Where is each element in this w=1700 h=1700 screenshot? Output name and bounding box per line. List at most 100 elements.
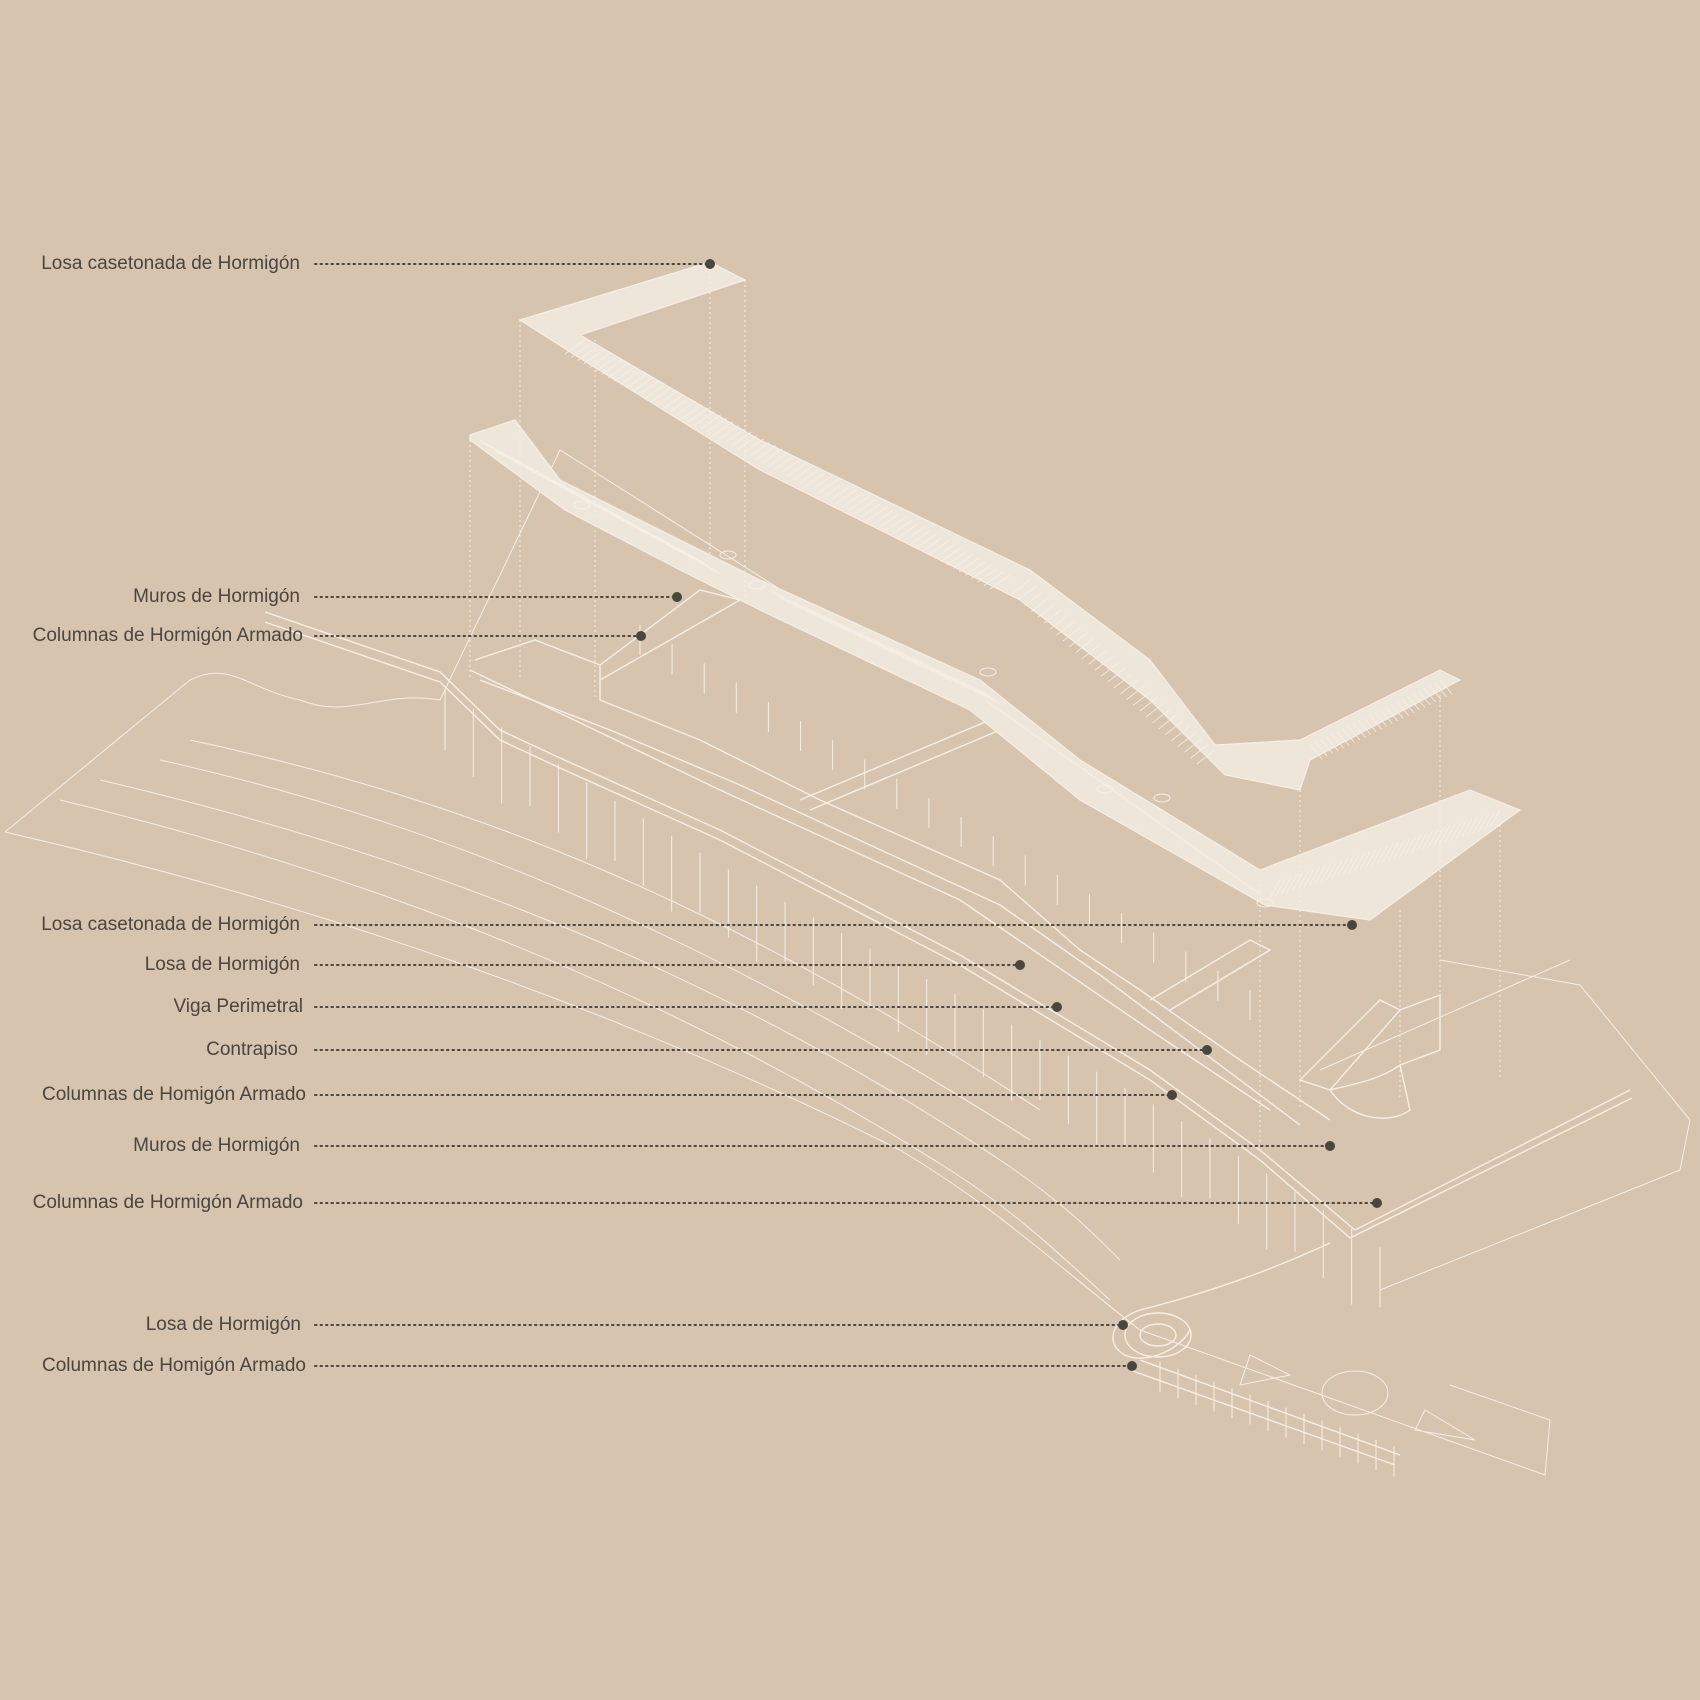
slab-hatch	[700, 414, 721, 430]
slab-hatch	[1390, 704, 1404, 719]
slab-hatch	[1030, 597, 1050, 612]
slab-hatch	[1050, 614, 1069, 630]
slab-hatch	[889, 646, 911, 662]
slab-hatch	[841, 623, 863, 639]
columns	[444, 625, 1395, 1477]
slab-hatch	[1439, 679, 1453, 695]
slab-hatch	[513, 458, 535, 473]
slab-hatch	[775, 592, 797, 608]
slab-hatch	[586, 498, 608, 513]
upper-slab-front	[469, 419, 1522, 921]
leader-dot	[1052, 1002, 1062, 1012]
slab-hatch	[883, 643, 905, 659]
leader-dot	[1325, 1141, 1335, 1151]
slab-hatch	[1177, 732, 1197, 747]
slab-hatch	[558, 482, 580, 498]
slab-hatch	[973, 686, 995, 702]
slab-hatch	[1427, 829, 1439, 848]
slab-hatch	[1286, 874, 1298, 893]
slab-hatch	[961, 681, 983, 696]
slab-hatch	[823, 615, 845, 631]
slab-hatch	[1438, 825, 1450, 845]
slab-hatch	[1043, 608, 1063, 624]
slab-hatch	[1347, 725, 1361, 741]
slab-hatch	[665, 541, 687, 556]
slab-hatch	[1396, 701, 1409, 716]
slab-hatch	[1069, 632, 1088, 648]
slab-hatch	[643, 528, 664, 544]
slab-hatch	[940, 547, 961, 563]
slab-hatch	[1088, 650, 1107, 665]
slab-hatch	[553, 479, 574, 495]
slab-hatch	[1081, 644, 1101, 659]
slab-hatch	[1353, 723, 1366, 738]
slab-hatch	[878, 513, 900, 529]
slab-hatch	[649, 531, 670, 547]
leader-dot	[672, 592, 682, 602]
slab-hatch	[1374, 712, 1388, 727]
slab-hatch	[1478, 813, 1490, 832]
slab-hatch	[1416, 833, 1428, 852]
slab-hatch	[1292, 872, 1303, 892]
slab-hatch	[626, 519, 647, 535]
callout-label: Columnas de Hormigón Armado	[32, 625, 303, 646]
slab-hatch	[637, 525, 659, 541]
slab-hatch	[946, 550, 968, 566]
slab-hatch	[1421, 831, 1433, 850]
slab-hatch	[1467, 816, 1478, 836]
callout-label: Losa casetonada de Hormigón	[41, 253, 300, 274]
slab-hatch	[848, 496, 869, 511]
slab-hatch	[1365, 849, 1377, 868]
slab-hatch	[1385, 706, 1399, 722]
callout-label: Columnas de Homigón Armado	[41, 1355, 306, 1376]
callout-label: Contrapiso	[206, 1039, 298, 1060]
slab-hatch	[1342, 856, 1354, 875]
slab-hatch	[1018, 585, 1037, 601]
slab-hatch	[1113, 673, 1133, 689]
slab-hatch	[931, 666, 953, 682]
slab-hatch	[755, 445, 777, 460]
slab-hatch	[632, 377, 653, 392]
slab-hatch	[651, 387, 672, 403]
slab-hatch	[823, 482, 844, 498]
slab-hatch	[601, 360, 623, 375]
slab-hatch	[1075, 638, 1095, 653]
slab-hatch	[1325, 736, 1339, 752]
slab-hatch	[1309, 744, 1323, 760]
slab-hatch	[581, 495, 602, 510]
slab-hatch	[502, 451, 523, 467]
slab-hatch	[979, 689, 1001, 705]
slab-hatch	[688, 553, 709, 569]
slab-hatch	[1126, 685, 1146, 700]
slab-hatch	[804, 472, 826, 488]
slab-hatch	[1371, 847, 1382, 866]
slab-hatch	[530, 467, 551, 483]
slab-hatch	[724, 428, 746, 443]
leader-dot	[705, 259, 715, 269]
slab-hatch	[787, 598, 809, 613]
slab-hatch	[577, 346, 598, 362]
slab-hatch	[632, 522, 653, 538]
slab-hatch	[1489, 809, 1501, 829]
slab-hatch	[479, 439, 501, 455]
slab-hatch	[1037, 603, 1056, 618]
slab-hatch	[1484, 811, 1495, 830]
callout-label: Losa de Hormigón	[144, 954, 300, 975]
slab-hatch	[1120, 679, 1139, 694]
slab-hatch	[860, 503, 881, 518]
slab-hatch	[626, 373, 647, 389]
slab-hatch	[841, 492, 863, 508]
slab-hatch	[1239, 879, 1261, 895]
slab-hatch	[570, 488, 591, 504]
slab-hatch	[799, 603, 821, 619]
leader-dot	[1015, 960, 1025, 970]
slab-hatch	[620, 370, 641, 385]
slab-hatch	[682, 550, 704, 566]
slab-hatch	[1303, 869, 1315, 888]
slab-hatch	[1190, 743, 1209, 759]
slab-hatch	[1433, 827, 1444, 847]
slab-hatch	[1094, 655, 1114, 671]
slab-hatch	[677, 547, 698, 563]
slab-hatch	[595, 356, 617, 372]
